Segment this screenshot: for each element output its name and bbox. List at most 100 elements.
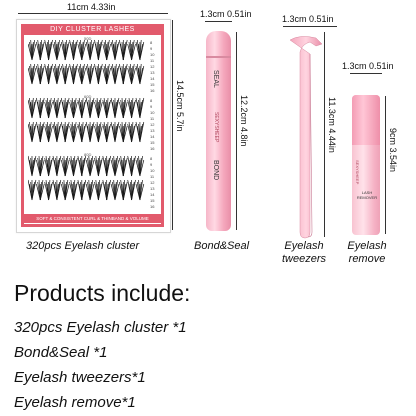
lash-strand <box>73 181 78 201</box>
lash-strand <box>39 159 45 177</box>
lash-strand <box>106 63 110 85</box>
lash-strand <box>114 159 120 177</box>
lash-strand <box>73 101 78 119</box>
lash-strand <box>106 99 111 119</box>
remover-width-label: 1.3cm 0.51in <box>342 61 394 71</box>
lash-strand <box>73 125 78 143</box>
lash-strand <box>98 39 103 61</box>
length-number: 9 <box>150 104 153 109</box>
lash-strand <box>98 121 102 143</box>
lash-strand <box>114 65 120 85</box>
lash-strand <box>131 155 136 177</box>
lash-strand <box>31 43 37 61</box>
lash-strand <box>114 121 120 143</box>
lash-strand <box>131 123 136 143</box>
caption-box: 320pcs Eyelash cluster <box>26 240 140 252</box>
box-width-label: 11cm 4.33in <box>67 2 116 12</box>
remover-height-line <box>385 96 386 234</box>
lash-strand <box>48 157 53 177</box>
length-number: 14 <box>150 76 155 81</box>
lash-strand <box>31 63 35 85</box>
lash-strand <box>81 179 87 201</box>
lash-strand <box>64 65 70 85</box>
lash-strand <box>73 157 78 177</box>
lash-strand <box>98 125 103 143</box>
lash-strand <box>56 99 62 119</box>
lash-strand <box>73 97 77 119</box>
lash-strand <box>122 63 128 85</box>
length-number: 11 <box>150 174 155 179</box>
length-number: 8 <box>150 98 153 103</box>
caption-tweezers: Eyelash tweezers <box>276 240 332 266</box>
lash-strand <box>56 123 62 143</box>
length-number: 12 <box>150 122 155 127</box>
lash-strand <box>131 99 136 119</box>
product-item-4: Eyelash remove*1 <box>14 394 136 411</box>
lash-strand <box>89 159 95 177</box>
lash-strand <box>39 121 45 143</box>
lash-strand <box>56 63 60 85</box>
lash-strand <box>73 39 78 61</box>
lash-strand <box>39 41 45 61</box>
lash-strand <box>81 99 87 119</box>
lash-strand <box>56 39 60 61</box>
lash-strand <box>56 67 62 85</box>
length-number: 15 <box>150 140 155 145</box>
caption-tweezers-line2: tweezers <box>281 253 327 265</box>
band-label-1: 50D <box>84 36 92 41</box>
lash-box-title: DIY CLUSTER LASHES <box>24 25 161 35</box>
length-number: 16 <box>150 88 155 93</box>
lash-strand <box>106 67 111 85</box>
lash-strand <box>73 63 78 85</box>
product-item-3: Eyelash tweezers*1 <box>14 369 146 386</box>
length-number: 9 <box>150 46 153 51</box>
lash-strand <box>114 41 120 61</box>
lash-strand <box>48 121 52 143</box>
lash-strand <box>139 183 145 201</box>
length-number: 12 <box>150 180 155 185</box>
lash-strand <box>89 97 95 119</box>
lash-strand <box>98 101 103 119</box>
length-number: 16 <box>150 204 155 209</box>
caption-tweezers-line1: Eyelash <box>284 240 324 252</box>
lash-strand <box>48 63 53 85</box>
length-number: 12 <box>150 64 155 69</box>
caption-remover-line1: Eyelash <box>347 240 387 252</box>
lash-strand <box>64 155 69 177</box>
lash-strand <box>81 39 85 61</box>
caption-remover-line2: remove <box>348 253 386 265</box>
lash-strand <box>122 157 128 177</box>
lash-strand <box>139 41 145 61</box>
lash-strand <box>31 123 37 143</box>
lash-strand <box>64 183 70 201</box>
lash-strand <box>122 181 128 201</box>
lash-strand <box>98 157 103 177</box>
length-number: 11 <box>150 58 155 63</box>
lash-strand <box>39 183 45 201</box>
length-number: 10 <box>150 110 155 115</box>
length-number: 10 <box>150 52 155 57</box>
product-item-2: Bond&Seal *1 <box>14 344 108 361</box>
lash-row-1 <box>28 39 145 85</box>
band-label-3: 80D <box>84 152 92 157</box>
lash-strand <box>139 121 145 143</box>
lash-strand <box>106 39 110 61</box>
lash-strand <box>39 155 44 177</box>
caption-tube: Bond&Seal <box>194 240 250 252</box>
lash-strand <box>139 65 145 85</box>
lash-strand <box>31 155 37 177</box>
lash-row-2 <box>28 97 145 143</box>
lash-strand <box>39 179 44 201</box>
length-number: 15 <box>150 82 155 87</box>
lash-strand <box>64 97 70 119</box>
tweezer-width-label: 1.3cm 0.51in <box>282 14 334 24</box>
lash-strand <box>114 97 120 119</box>
lash-strand <box>131 67 136 85</box>
lash-strand <box>64 41 70 61</box>
lash-strand <box>89 121 95 143</box>
lash-strand <box>98 63 103 85</box>
product-item-1: 320pcs Eyelash cluster *1 <box>14 319 187 336</box>
lash-strand <box>131 63 135 85</box>
tube-cap-divider <box>206 56 231 58</box>
